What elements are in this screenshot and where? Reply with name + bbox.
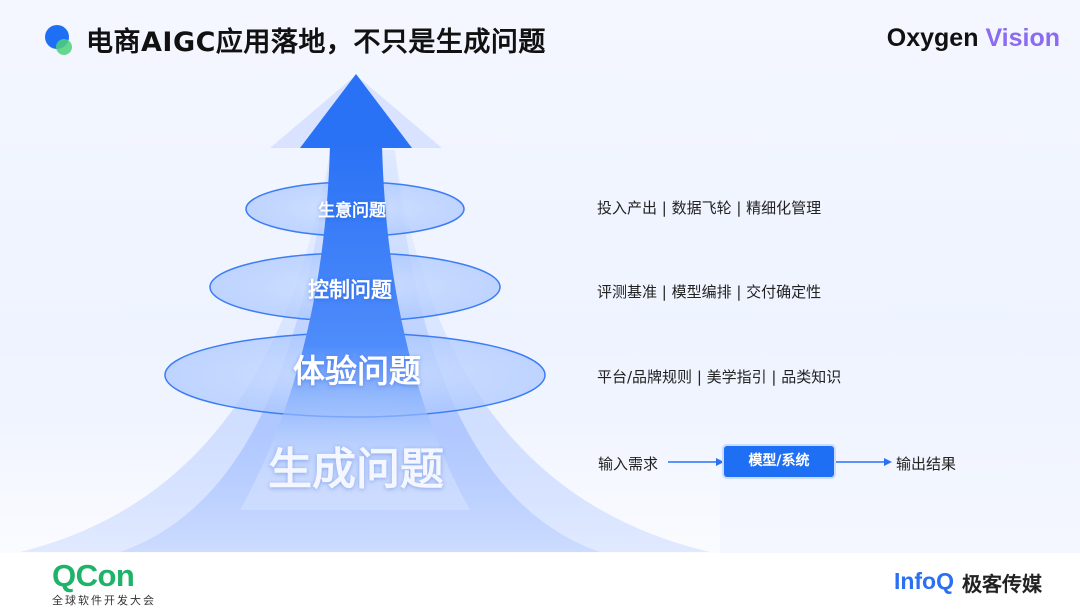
- brand-part2: Vision: [985, 24, 1060, 52]
- flow-input-label: 输入需求: [598, 455, 659, 473]
- layer-label-experience: 体验问题: [293, 352, 422, 390]
- layer-label-generation: 生成问题: [268, 444, 444, 495]
- row-experience: 平台/品牌规则 | 美学指引 | 品类知识: [597, 368, 842, 386]
- model-system-box: 模型/系统: [724, 446, 834, 477]
- page-title: 电商AIGC应用落地，不只是生成问题: [86, 27, 546, 58]
- flow-output-label: 输出结果: [896, 455, 957, 473]
- infoq-logo: InfoQ: [893, 568, 954, 594]
- layer-label-business: 生意问题: [318, 201, 386, 221]
- footer-bar: [0, 553, 1080, 612]
- qcon-subtitle: 全球软件开发大会: [52, 594, 156, 607]
- oxygen-vision-logo: Oxygen Vision: [887, 24, 1060, 53]
- row-business: 投入产出 | 数据飞轮 | 精细化管理: [597, 199, 822, 217]
- layer-label-control: 控制问题: [308, 278, 392, 302]
- arrow-shaft: [240, 145, 470, 510]
- row-control: 评测基准 | 模型编排 | 交付确定性: [597, 283, 822, 301]
- qcon-logo: QCon: [52, 558, 135, 593]
- arrow-head: [300, 74, 412, 148]
- brand-part1: Oxygen: [886, 24, 979, 52]
- geek-media-logo: 极客传媒: [962, 572, 1042, 596]
